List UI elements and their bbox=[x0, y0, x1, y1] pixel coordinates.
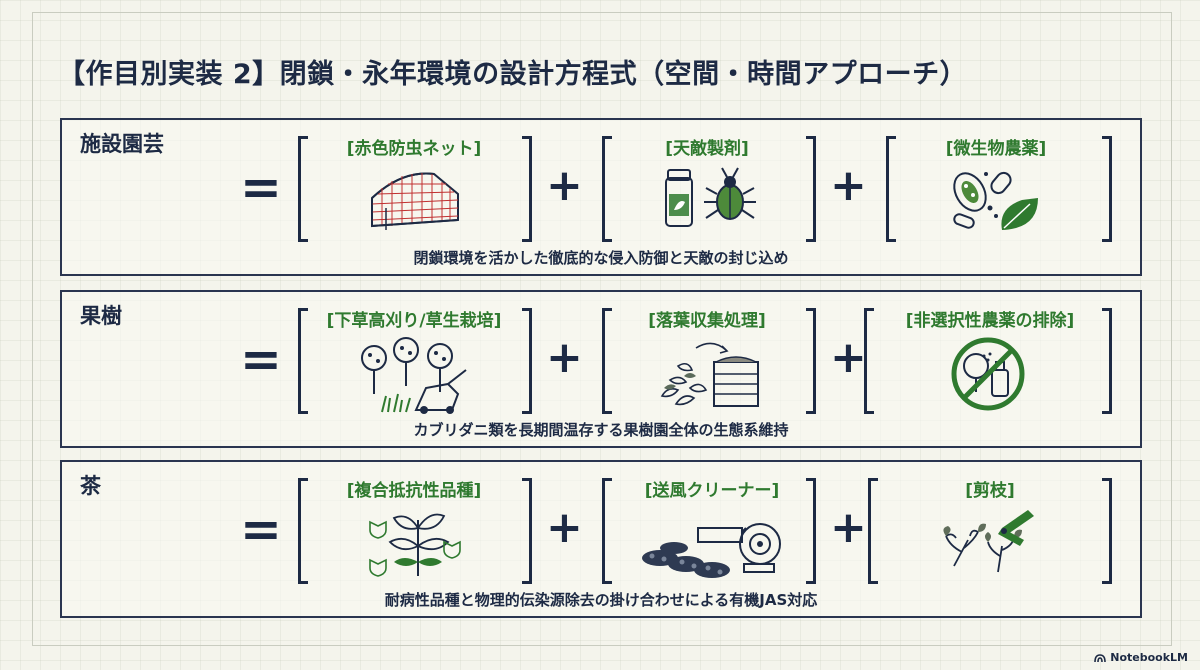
row-caption: 閉鎖環境を活かした徹底的な侵入防御と天敵の封じ込め bbox=[413, 249, 789, 267]
row-greenhouse: 施設園芸 = [赤色防虫ネット] + [天敵製剤] + bbox=[60, 118, 1142, 276]
bracket-right bbox=[522, 478, 532, 584]
plus-sign: + bbox=[546, 160, 583, 211]
plus-sign: + bbox=[830, 502, 867, 553]
row-label: 茶 bbox=[80, 474, 101, 498]
logo-text: NotebookLM bbox=[1110, 651, 1188, 664]
bracket-right bbox=[1102, 308, 1112, 414]
bracket-left bbox=[602, 478, 612, 584]
resistant-tea-plant-icon bbox=[369, 513, 461, 577]
bracket-right bbox=[806, 136, 816, 242]
plus-sign: + bbox=[830, 332, 867, 383]
bracket-left bbox=[886, 136, 896, 242]
bracket-left bbox=[298, 136, 308, 242]
row-orchard: 果樹 = [下草高刈り/草生栽培] + [落葉収集処理] + [非選択性農薬の bbox=[60, 290, 1142, 448]
row-tea: 茶 = [複合抵抗性品種] + [送風クリーナー] + [剪枝] bbox=[60, 460, 1142, 618]
bracket-left bbox=[298, 308, 308, 414]
bracket-left bbox=[602, 136, 612, 242]
notebooklm-logo-icon bbox=[1094, 653, 1107, 662]
term-label: [赤色防虫ネット] bbox=[346, 139, 482, 159]
term-label: [天敵製剤] bbox=[665, 139, 749, 159]
row-label: 施設園芸 bbox=[80, 132, 164, 156]
plus-sign: + bbox=[546, 502, 583, 553]
greenhouse-net-icon bbox=[371, 172, 459, 230]
leaf-compost-icon bbox=[660, 342, 759, 407]
bracket-left bbox=[864, 308, 874, 414]
bracket-left bbox=[602, 308, 612, 414]
bracket-right bbox=[806, 478, 816, 584]
bracket-right bbox=[806, 308, 816, 414]
pruning-shears-icon bbox=[943, 510, 1034, 573]
microbe-leaf-icon bbox=[953, 171, 1038, 230]
bracket-left bbox=[298, 478, 308, 584]
beneficial-insect-bottle-icon bbox=[665, 167, 756, 227]
plus-sign: + bbox=[830, 160, 867, 211]
bracket-right bbox=[522, 136, 532, 242]
bracket-left bbox=[868, 478, 878, 584]
bracket-right bbox=[522, 308, 532, 414]
row-caption: 耐病性品種と物理的伝染源除去の掛け合わせによる有機JAS対応 bbox=[384, 591, 818, 609]
equals-sign: = bbox=[240, 158, 282, 216]
no-spray-icon bbox=[951, 337, 1025, 411]
equals-sign: = bbox=[240, 330, 282, 388]
term-label: [非選択性農薬の排除] bbox=[905, 311, 1075, 331]
plus-sign: + bbox=[546, 332, 583, 383]
term-label: [微生物農薬] bbox=[945, 139, 1047, 159]
term-label: [複合抵抗性品種] bbox=[346, 481, 482, 501]
term-label: [剪枝] bbox=[965, 481, 1015, 501]
term-label: [下草高刈り/草生栽培] bbox=[326, 311, 502, 331]
equals-sign: = bbox=[240, 500, 282, 558]
page-title: 【作目別実装 2】閉鎖・永年環境の設計方程式（空間・時間アプローチ） bbox=[58, 59, 968, 90]
term-label: [送風クリーナー] bbox=[644, 481, 780, 501]
term-label: [落葉収集処理] bbox=[648, 311, 766, 331]
bracket-right bbox=[1102, 136, 1112, 242]
notebooklm-logo: NotebookLM bbox=[1094, 651, 1188, 664]
blower-cleaner-icon bbox=[642, 523, 781, 578]
orchard-mower-icon bbox=[361, 337, 467, 414]
bracket-right bbox=[1102, 478, 1112, 584]
row-label: 果樹 bbox=[80, 304, 122, 328]
outer-frame bbox=[32, 12, 1172, 646]
row-caption: カブリダニ類を長期間温存する果樹園全体の生態系維持 bbox=[413, 421, 789, 439]
